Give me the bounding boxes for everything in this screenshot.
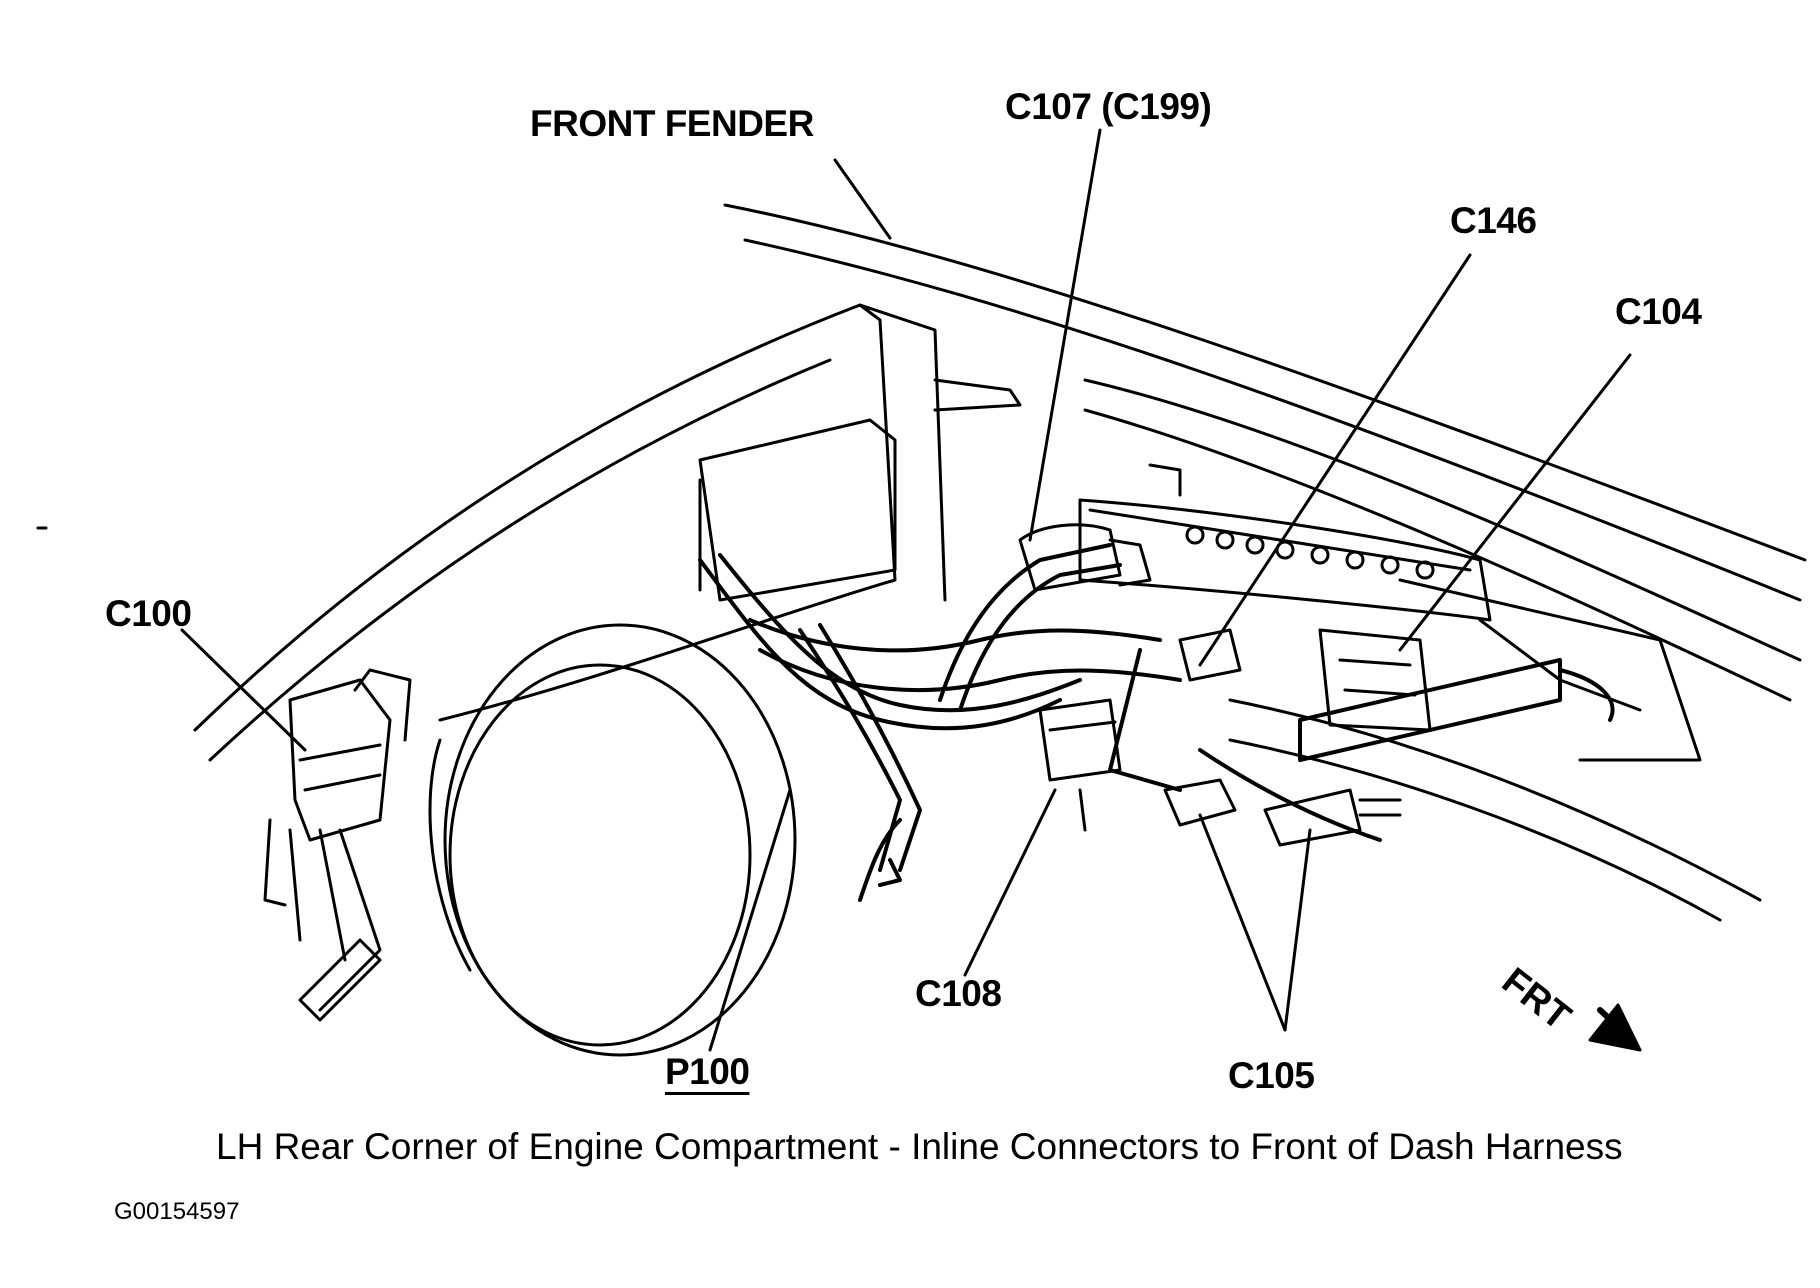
label-front-fender: FRONT FENDER [530,103,814,144]
leader-c107 [1028,128,1102,542]
label-c105: C105 [1228,1055,1315,1096]
leader-p100 [708,788,792,1052]
figure-caption: LH Rear Corner of Engine Compartment - I… [216,1126,1623,1167]
label-c100: C100 [105,593,192,634]
label-c107: C107 (C199) [1005,86,1212,127]
label-c108: C108 [915,973,1002,1014]
dash-connector-block [1078,463,1492,622]
leader-c104 [1398,353,1632,652]
front-direction-arrow [1588,1003,1642,1052]
c105-connectors-drawing [1163,778,1402,847]
label-c104: C104 [1615,291,1702,332]
front-fender-outline [723,203,1807,702]
leader-c146 [1198,253,1472,667]
c100-connector-drawing [263,668,412,1022]
leader-front-fender [833,158,892,240]
figure-id: G00154597 [114,1198,240,1225]
leader-lines [180,128,1632,1052]
wheel-well [428,623,797,1057]
label-c146: C146 [1450,200,1537,241]
wire-harness [698,543,1615,902]
leader-c100 [180,628,307,752]
c146-c104-connectors-drawing [1178,628,1432,732]
leader-c108 [963,788,1057,977]
leader-c105-b [1283,828,1312,1032]
harness-channel [1228,578,1762,922]
label-p100: P100 [665,1051,750,1092]
c107-connector-drawing [1018,523,1152,592]
leader-c105-a [1198,813,1287,1032]
c108-connector-drawing [1038,698,1122,832]
